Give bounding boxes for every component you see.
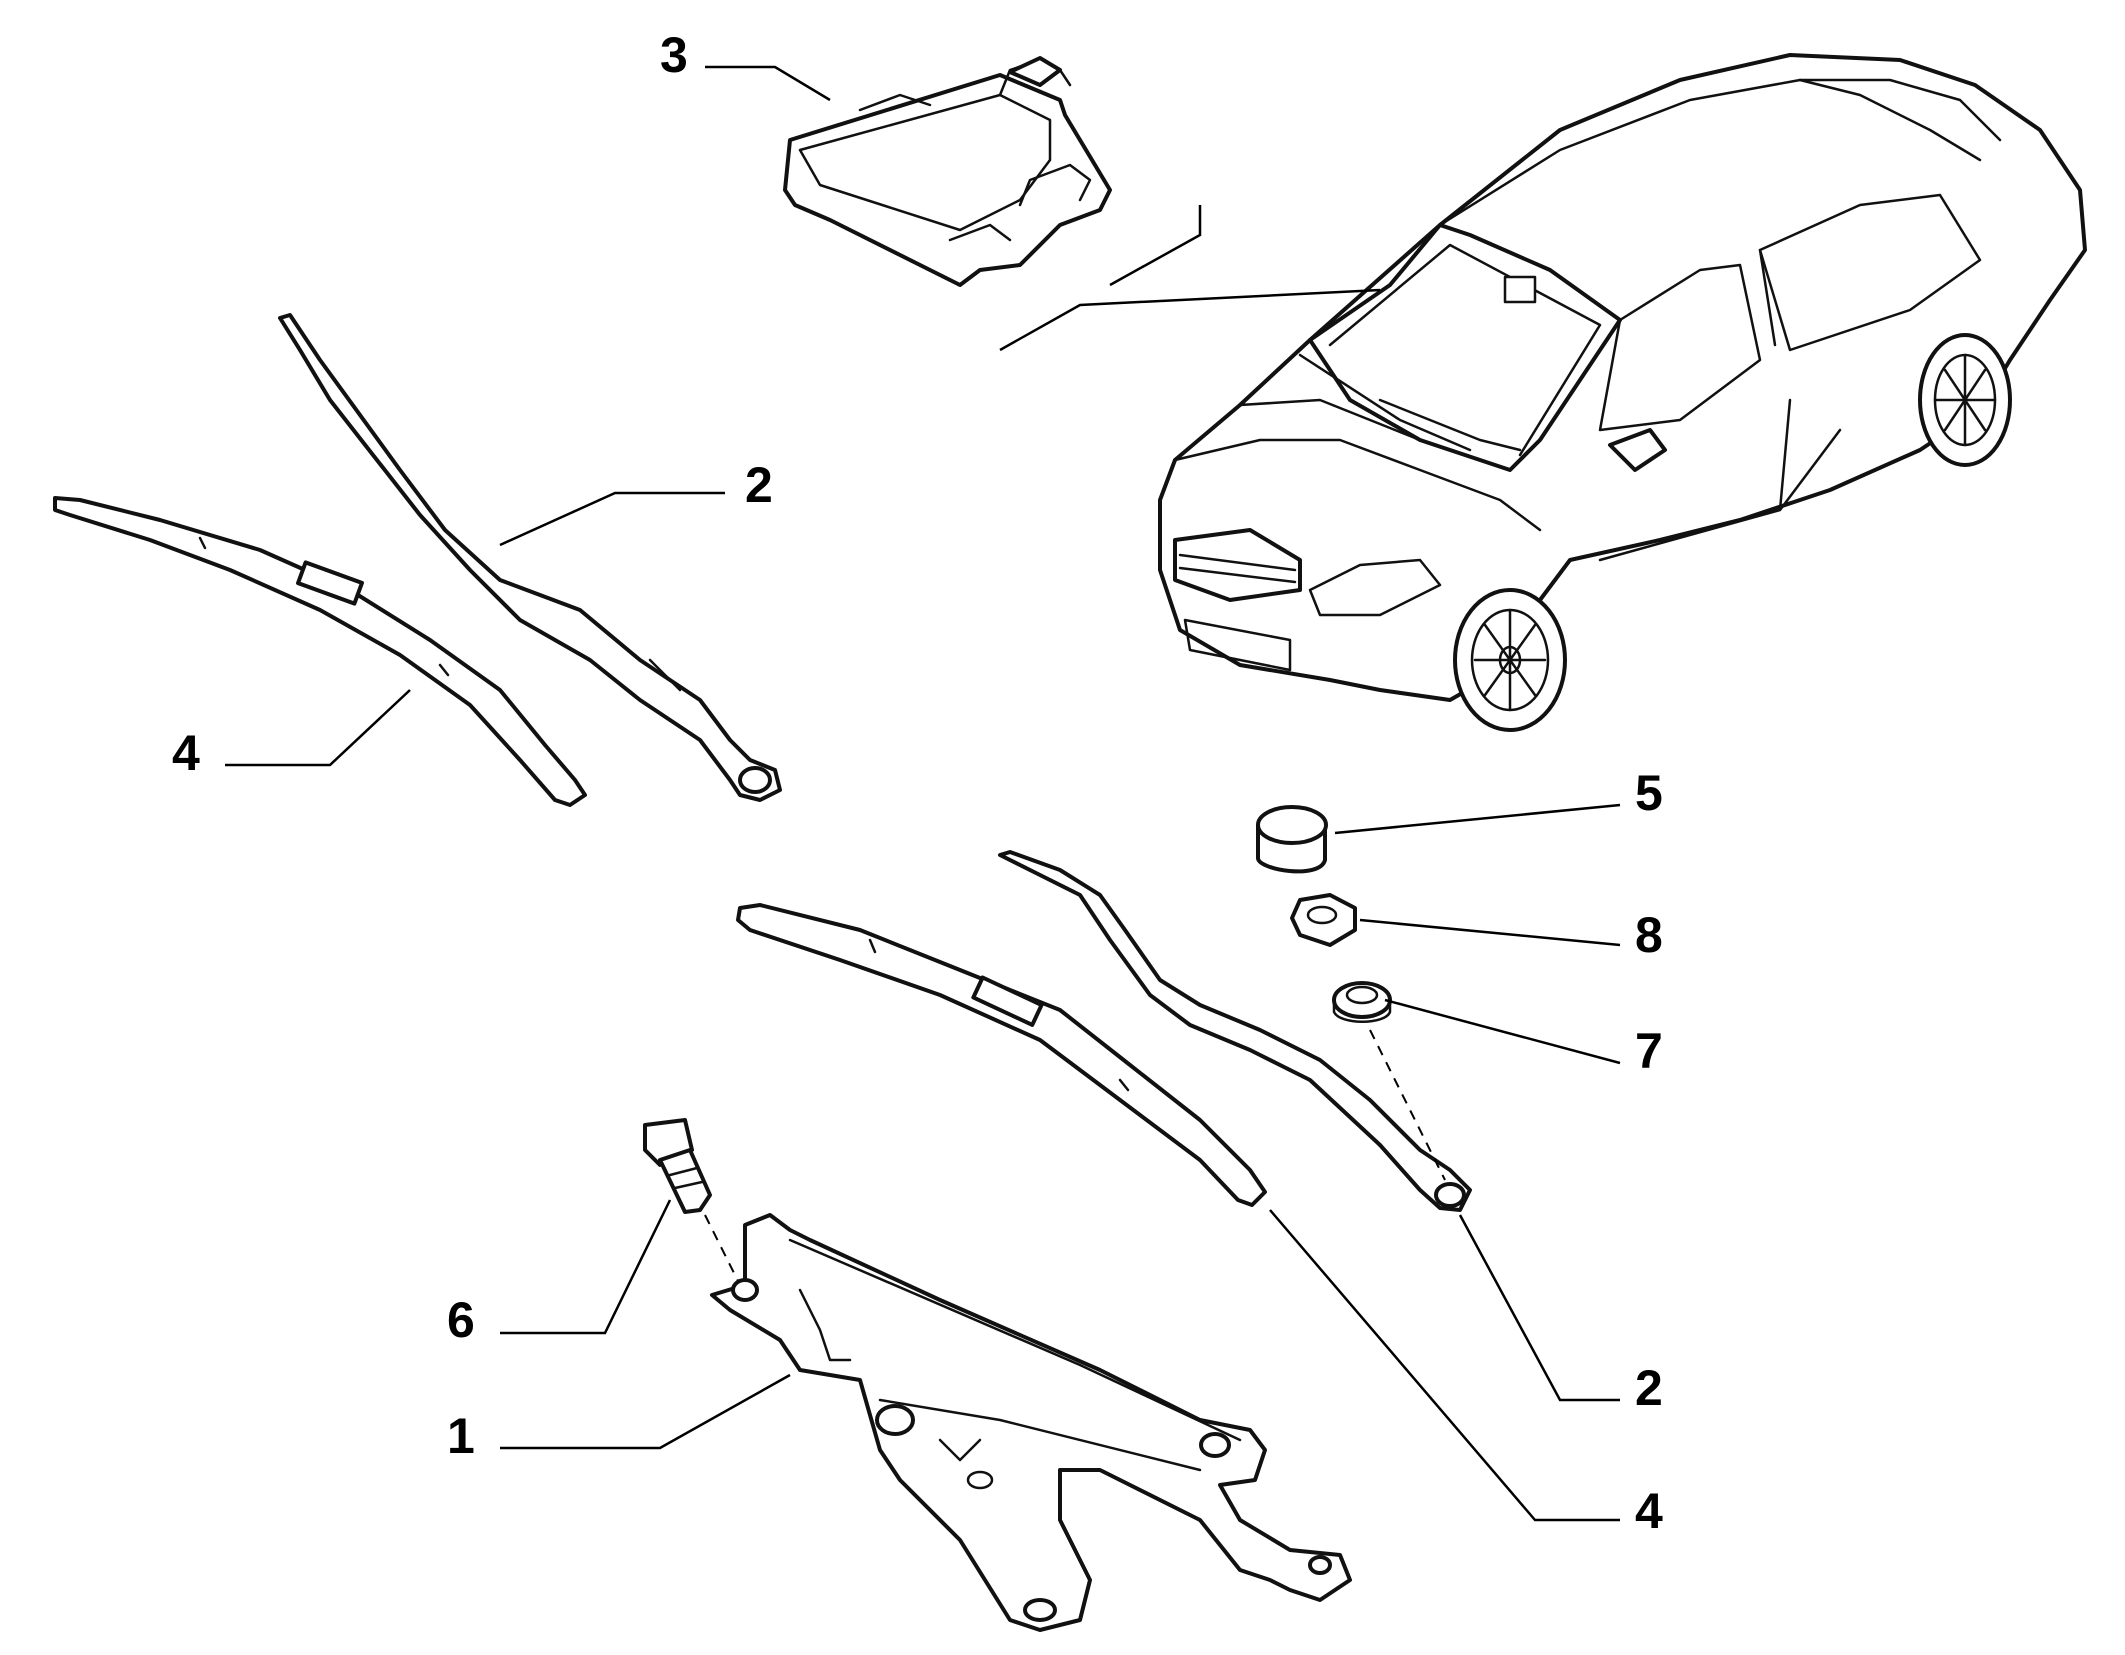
callout-2-lower-wiper-arm: 2: [1635, 1360, 1663, 1416]
windshield-sensor: [1503, 275, 1537, 304]
part-2-lower-wiper-arm[interactable]: [998, 850, 1472, 1212]
part-4-lower-wiper-blade[interactable]: [736, 903, 1267, 1207]
car-illustration: [1158, 53, 2087, 732]
callout-numbers: 3 2 4 5 8 7 6 1 2 4: [172, 27, 1663, 1539]
callout-8-nut: 8: [1635, 907, 1663, 963]
part-8-nut[interactable]: [1290, 893, 1357, 947]
callout-1-wiper-linkage: 1: [447, 1408, 475, 1464]
bolt-assembly-line: [704, 1214, 741, 1286]
callout-4-lower-wiper-blade: 4: [1635, 1483, 1663, 1539]
callout-4-left-wiper-blade: 4: [172, 725, 200, 781]
part-6-bolt[interactable]: [643, 1118, 712, 1214]
callout-6-bolt: 6: [447, 1292, 475, 1348]
callout-3-control-unit: 3: [660, 27, 688, 83]
part-4-left-wiper-blade[interactable]: [53, 496, 587, 807]
callout-7-washer: 7: [1635, 1023, 1663, 1079]
part-1-wiper-linkage[interactable]: [710, 1213, 1352, 1632]
leader-3-to-car: [999, 205, 1381, 352]
part-7-washer[interactable]: [1332, 981, 1392, 1023]
callout-5-nut-cap: 5: [1635, 765, 1663, 821]
washer-assembly-line: [1369, 1029, 1446, 1181]
part-5-nut-cap[interactable]: [1256, 805, 1328, 874]
callout-2-upper-wiper-arm: 2: [745, 457, 773, 513]
callout-leaders: [225, 65, 1621, 1522]
part-3-control-unit[interactable]: [783, 56, 1112, 287]
part-2-upper-wiper-arm[interactable]: [278, 313, 782, 802]
